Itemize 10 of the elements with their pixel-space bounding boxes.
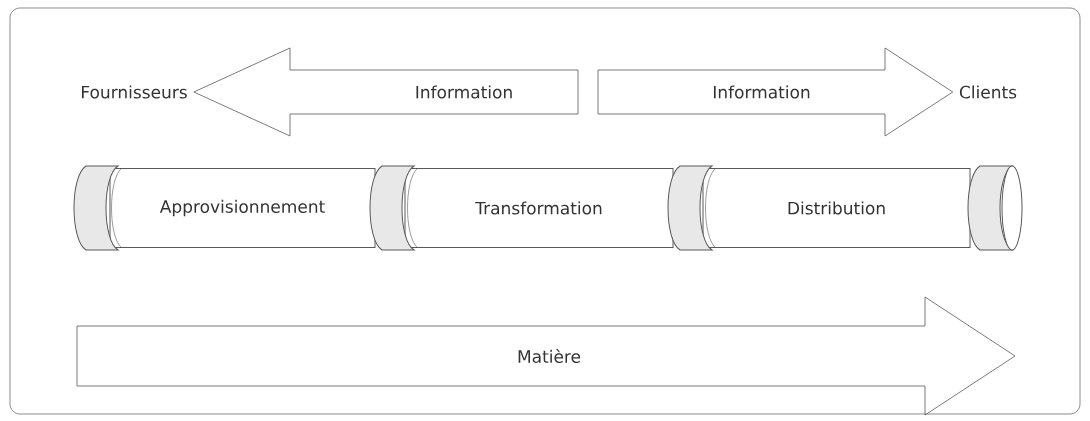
flow-label: Matière <box>518 349 581 363</box>
edge-label: Information <box>713 85 810 99</box>
pipe-segment: Approvisionnement <box>109 168 376 248</box>
block-arrow <box>597 47 954 137</box>
pipe-segment: Distribution <box>702 168 971 248</box>
actor-label: Clients <box>959 85 1017 99</box>
actor-label: Fournisseurs <box>82 85 187 99</box>
edge-label: Information <box>416 85 512 99</box>
pipe-segment: Transformation <box>404 168 674 248</box>
block-arrow <box>193 47 579 137</box>
